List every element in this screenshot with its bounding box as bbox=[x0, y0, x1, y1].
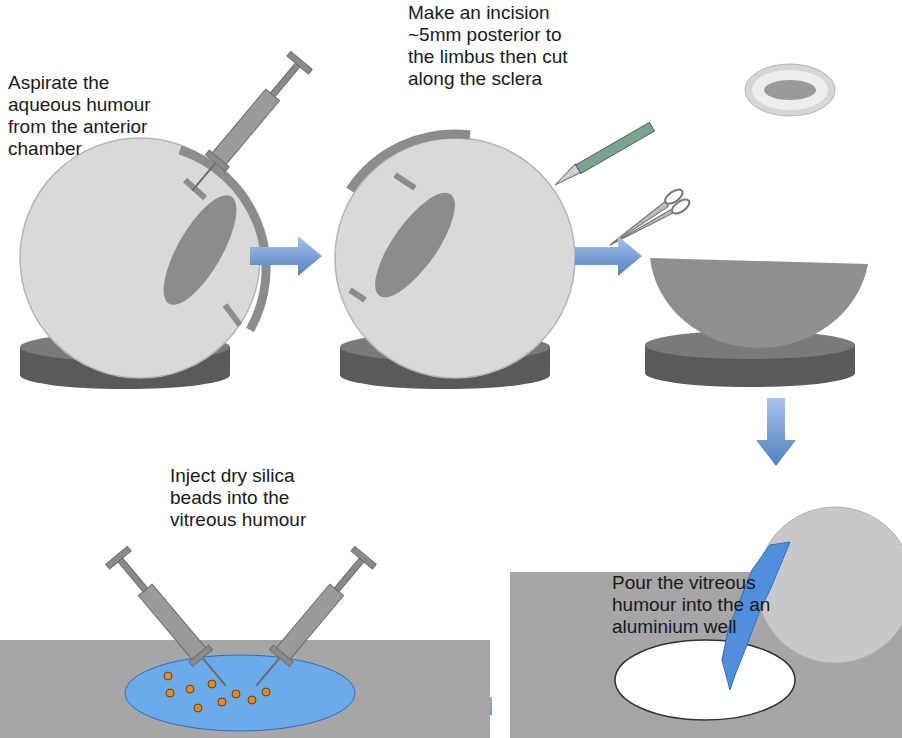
step-instruction: Pour the vitreous humour into the an alu… bbox=[612, 572, 782, 638]
anterior-segment bbox=[745, 64, 835, 116]
step-instruction: Make an incision ~5mm posterior to the l… bbox=[408, 2, 580, 90]
aluminium-block bbox=[0, 640, 490, 738]
flow-arrow bbox=[575, 236, 642, 276]
posterior-eyecup bbox=[650, 258, 868, 348]
silica-beads bbox=[164, 672, 270, 712]
eyeball bbox=[335, 138, 575, 378]
lens bbox=[361, 182, 468, 309]
flow-arrow bbox=[756, 398, 796, 466]
flow-arrow bbox=[250, 236, 322, 276]
cornea bbox=[350, 134, 470, 190]
eyecup-tilted bbox=[757, 507, 902, 663]
step-instruction: Inject dry silica beads into the vitreou… bbox=[170, 465, 340, 531]
scalpel bbox=[551, 122, 654, 188]
aluminium-well bbox=[615, 640, 795, 720]
syringe bbox=[182, 51, 313, 199]
lens bbox=[150, 185, 250, 314]
step-instruction: Aspirate the aqueous humour from the ant… bbox=[8, 72, 158, 160]
vitreous-humour-well bbox=[125, 655, 355, 731]
syringe bbox=[246, 546, 377, 694]
syringe bbox=[106, 546, 237, 694]
